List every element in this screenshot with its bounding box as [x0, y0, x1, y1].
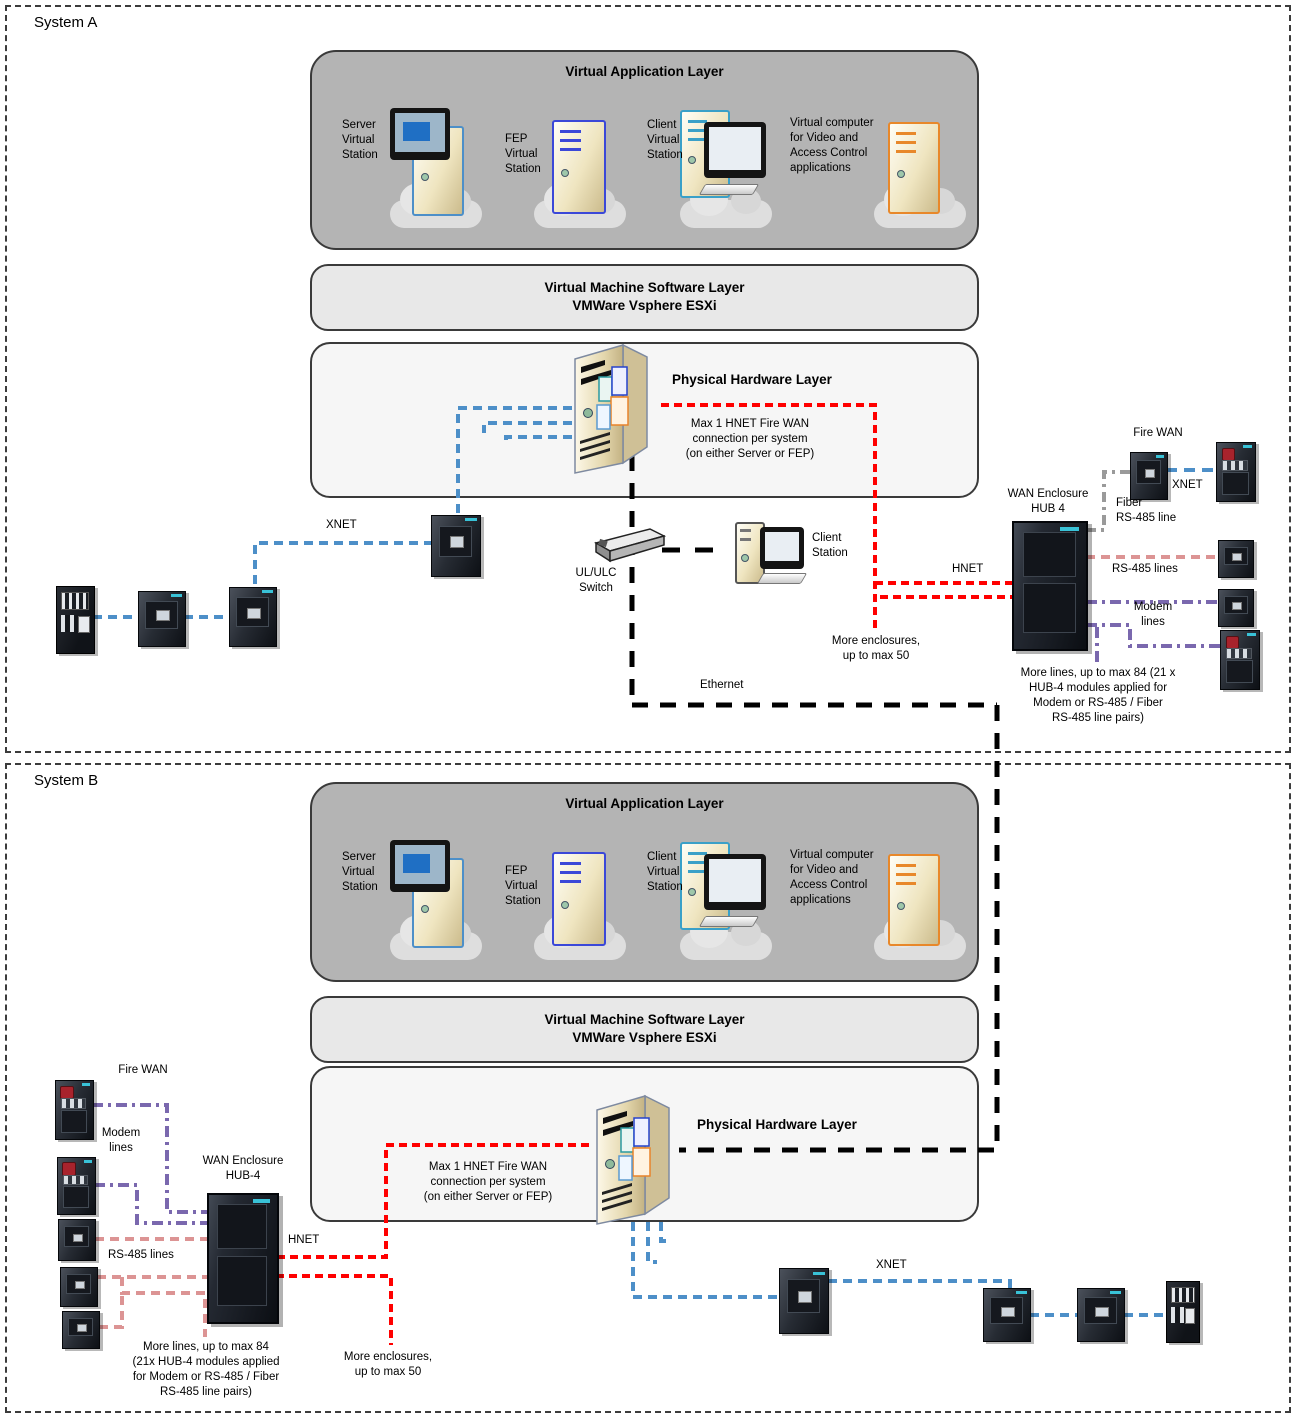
rs485-lines-label-b: RS-485 lines [108, 1249, 174, 1261]
physical-hardware-layer-title-b: Physical Hardware Layer [697, 1117, 857, 1132]
system-b-title: System B [34, 772, 99, 789]
virtual-computer-label-b: Virtual computer for Video and Access Co… [790, 849, 874, 906]
hnet-label-b: HNET [288, 1234, 320, 1246]
fire-wan-panel-b [55, 1080, 94, 1140]
fire-modem-panel-a [1220, 630, 1260, 690]
vm-software-layer-b: Virtual Machine Software Layer VMWare Vs… [310, 996, 979, 1063]
ul-ulc-switch-label: UL/ULC Switch [575, 567, 617, 594]
rs485-lines-label-a: RS-485 lines [1112, 563, 1178, 575]
more-lines-note-a: More lines, up to max 84 (21 x HUB-4 mod… [1020, 667, 1176, 724]
wan-enclosure-label-b: WAN Enclosure HUB-4 [202, 1155, 284, 1182]
fire-modem-panel-b [57, 1157, 96, 1215]
xnet-label-a-right: XNET [1172, 479, 1203, 491]
virtual-application-layer-title-a: Virtual Application Layer [565, 64, 724, 79]
rs485-panel-b [58, 1219, 96, 1261]
wan-panel-a [1130, 452, 1168, 500]
rs485-panel-b [62, 1311, 100, 1349]
client-station-label: Client Station [812, 532, 848, 559]
fep-tower-icon [552, 120, 606, 214]
rs485-panel-a [1218, 540, 1254, 578]
server-monitor-icon [390, 840, 450, 892]
xnet-label-a-left: XNET [326, 519, 357, 531]
virtual-application-layer-b: Virtual Application Layer Server Virtual… [310, 782, 979, 982]
client-virtual-station-label-a: Client Virtual Station [647, 119, 683, 161]
fire-wan-label-b: Fire WAN [118, 1064, 168, 1076]
physical-hardware-layer-title-a: Physical Hardware Layer [672, 372, 832, 387]
ethernet-label: Ethernet [700, 679, 744, 691]
client-monitor-icon [704, 122, 766, 178]
vm-layer-line2-a: VMWare Vsphere ESXi [572, 298, 717, 313]
rs485-panel-b [60, 1267, 98, 1307]
wan-enclosure-label-a: WAN Enclosure HUB 4 [1007, 488, 1089, 515]
modem-panel-a [1218, 589, 1254, 627]
modem-lines-label-a: Modem lines [1133, 601, 1173, 628]
client-virtual-station-label-b: Client Virtual Station [647, 851, 683, 893]
client-station-monitor-icon [760, 527, 804, 569]
client-monitor-icon [704, 854, 766, 910]
fep-tower-icon [552, 852, 606, 946]
keyboard-icon [698, 184, 760, 195]
fiber-rs485-label-a: Fiber RS-485 line [1116, 497, 1177, 524]
fire-wan-label-a: Fire WAN [1133, 427, 1183, 439]
cloud-icon [680, 915, 772, 960]
virtual-application-layer-a: Virtual Application Layer Server Virtual… [310, 50, 979, 250]
keyboard-icon [756, 573, 808, 584]
system-a-title: System A [34, 14, 98, 31]
more-enclosures-note-a: More enclosures, up to max 50 [831, 635, 921, 662]
vm-software-layer-a: Virtual Machine Software Layer VMWare Vs… [310, 264, 979, 331]
fire-wan-panel-a [1216, 442, 1256, 502]
screen [395, 113, 445, 152]
fep-virtual-station-label-a: FEP Virtual Station [505, 133, 541, 175]
fire-panel-b [1077, 1288, 1125, 1342]
cloud-icon [680, 183, 772, 228]
max-hnet-note-a: Max 1 HNET Fire WAN connection per syste… [685, 418, 815, 460]
server-monitor-icon [390, 108, 450, 160]
annunciator-panel-b [1166, 1281, 1200, 1343]
modem-lines-label-b: Modem lines [101, 1127, 141, 1154]
annunciator-panel-a [56, 586, 95, 654]
virtual-computer-label-a: Virtual computer for Video and Access Co… [790, 117, 874, 174]
more-enclosures-note-b: More enclosures, up to max 50 [343, 1351, 433, 1378]
virtual-application-layer-title-b: Virtual Application Layer [565, 796, 724, 811]
max-hnet-note-b: Max 1 HNET Fire WAN connection per syste… [423, 1161, 553, 1203]
fire-panel-a [138, 591, 186, 647]
fire-panel-b [983, 1288, 1031, 1342]
wan-enclosure-hub4-b [207, 1193, 279, 1324]
keyboard-icon [698, 916, 760, 927]
vm-layer-line1-a: Virtual Machine Software Layer [544, 280, 745, 295]
fep-virtual-station-label-b: FEP Virtual Station [505, 865, 541, 907]
hnet-label-a: HNET [952, 563, 984, 575]
xnet-label-b: XNET [876, 1259, 907, 1271]
physical-hardware-layer-a [310, 342, 979, 498]
more-lines-note-b: More lines, up to max 84 (21x HUB-4 modu… [132, 1341, 280, 1398]
server-virtual-station-label-b: Server Virtual Station [342, 851, 378, 893]
video-access-tower-icon [888, 122, 940, 214]
fire-panel-a [229, 587, 277, 647]
fire-panel-b [779, 1268, 829, 1334]
vm-layer-line1-b: Virtual Machine Software Layer [544, 1012, 745, 1027]
fire-panel-a [431, 515, 481, 577]
vm-layer-line2-b: VMWare Vsphere ESXi [572, 1030, 717, 1045]
wan-enclosure-hub4-a [1012, 521, 1088, 651]
server-virtual-station-label-a: Server Virtual Station [342, 119, 378, 161]
